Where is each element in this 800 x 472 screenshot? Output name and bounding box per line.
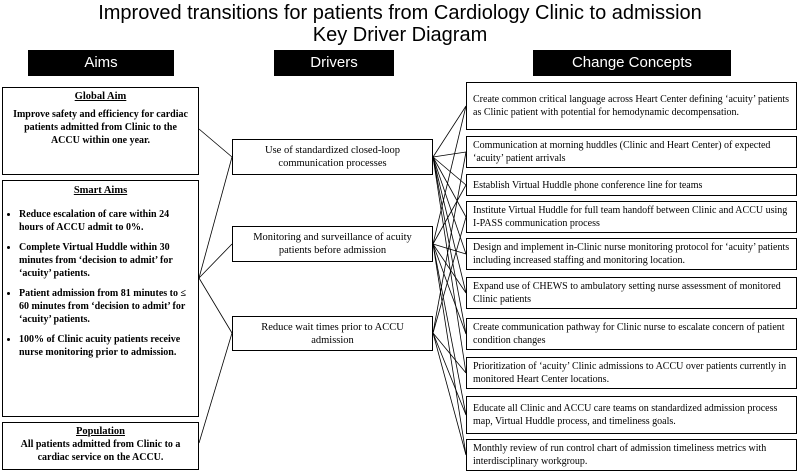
driver-box: Reduce wait times prior to ACCU admissio… — [232, 316, 433, 351]
connector-line — [432, 156, 467, 294]
smart-aims-list: Reduce escalation of care within 24 hour… — [3, 208, 198, 359]
smart-aim-item: Reduce escalation of care within 24 hour… — [19, 208, 194, 234]
connector-line — [432, 243, 467, 335]
change-concepts-header: Change Concepts — [533, 50, 731, 76]
diagram-subtitle: Key Driver Diagram — [312, 24, 488, 46]
smart-aim-item: 100% of Clinic acuity patients receive n… — [19, 333, 194, 359]
diagram-title: Improved transitions for patients from C… — [98, 2, 702, 24]
global-aim-box: Global Aim Improve safety and efficiency… — [2, 87, 199, 175]
connector-line — [198, 243, 233, 279]
connector-line — [432, 332, 467, 456]
change-concept-box: Institute Virtual Huddle for full team h… — [466, 201, 797, 233]
driver-box: Monitoring and surveillance of acuity pa… — [232, 226, 433, 262]
connector-line — [432, 243, 467, 255]
drivers-header: Drivers — [274, 50, 394, 76]
connector-line — [432, 156, 467, 335]
connector-line — [198, 332, 233, 444]
change-concept-box: Establish Virtual Huddle phone conferenc… — [466, 174, 797, 196]
population-text: All patients admitted from Clinic to a c… — [20, 439, 181, 463]
connector-line — [432, 243, 467, 416]
change-concept-box: Expand use of CHEWS to ambulatory settin… — [466, 277, 797, 309]
smart-aims-heading: Smart Aims — [73, 185, 128, 196]
connector-line — [432, 105, 467, 245]
connector-line — [198, 277, 233, 334]
population-box: Population All patients admitted from Cl… — [2, 422, 199, 470]
smart-aim-item: Complete Virtual Huddle within 30 minute… — [19, 241, 194, 280]
connector-line — [432, 151, 467, 158]
change-concept-box: Create common critical language across H… — [466, 82, 797, 130]
connector-line — [432, 184, 467, 245]
change-concept-box: Create communication pathway for Clinic … — [466, 318, 797, 350]
population-heading: Population — [75, 426, 125, 437]
change-concept-box: Educate all Clinic and ACCU care teams o… — [466, 396, 797, 434]
change-concept-box: Prioritization of ‘acuity’ Clinic admiss… — [466, 357, 797, 389]
connector-line — [432, 243, 467, 294]
driver-box: Use of standardized closed-loop communic… — [232, 139, 433, 175]
connector-line — [198, 128, 233, 158]
connector-line — [432, 156, 467, 255]
change-concept-box: Design and implement in-Clinic nurse mon… — [466, 238, 797, 270]
connector-line — [432, 243, 467, 456]
connector-line — [432, 156, 467, 374]
connector-line — [432, 216, 467, 334]
aims-header: Aims — [28, 50, 174, 76]
global-aim-heading: Global Aim — [74, 91, 127, 102]
global-aim-text: Improve safety and efficiency for cardia… — [13, 109, 188, 146]
connector-line — [432, 332, 467, 416]
connector-line — [432, 151, 467, 334]
change-concept-box: Communication at morning huddles (Clinic… — [466, 136, 797, 168]
smart-aim-item: Patient admission from 81 minutes to ≤ 6… — [19, 287, 194, 326]
change-concept-box: Monthly review of run control chart of a… — [466, 439, 797, 471]
connector-line — [432, 332, 467, 374]
connector-line — [198, 156, 233, 279]
connector-line — [432, 156, 467, 218]
connector-line — [432, 105, 467, 158]
smart-aims-box: Smart Aims Reduce escalation of care wit… — [2, 180, 199, 417]
